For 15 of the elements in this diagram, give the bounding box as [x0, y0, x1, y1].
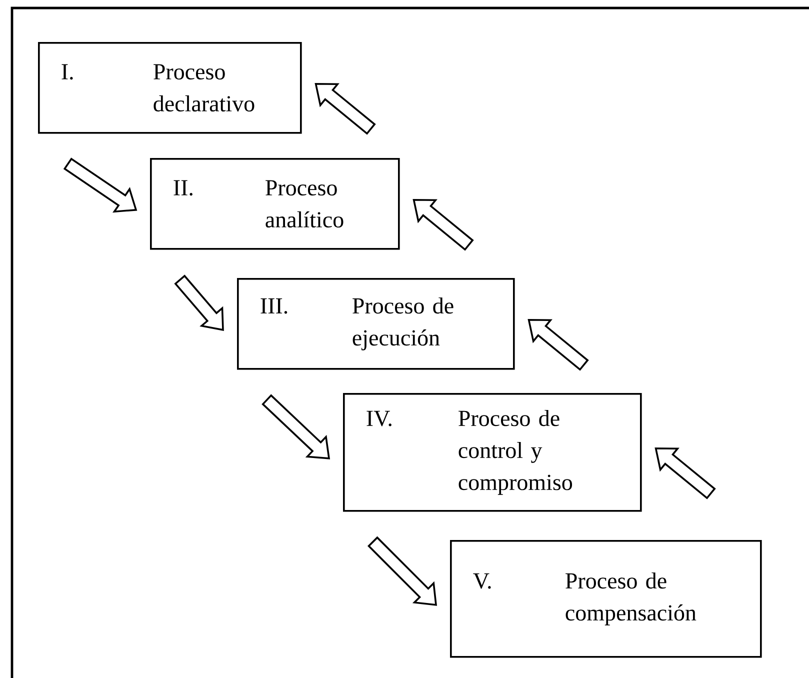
process-box — [150, 158, 400, 250]
process-box — [343, 393, 642, 512]
process-label: Proceso de ejecución — [352, 297, 454, 350]
roman-numeral: IV. — [366, 410, 392, 426]
process-box — [237, 278, 515, 370]
roman-numeral: II. — [174, 180, 192, 196]
process-label: Proceso analítico — [266, 180, 344, 228]
roman-numeral: V. — [473, 573, 491, 589]
process-label: Proceso declarativo — [154, 64, 254, 112]
process-label: Proceso de compensación — [566, 572, 696, 626]
roman-numeral: I. — [62, 64, 73, 80]
roman-numeral: III. — [260, 298, 288, 314]
process-box — [450, 540, 762, 658]
process-label: Proceso de control y compromiso — [458, 410, 572, 495]
process-box — [38, 42, 302, 134]
